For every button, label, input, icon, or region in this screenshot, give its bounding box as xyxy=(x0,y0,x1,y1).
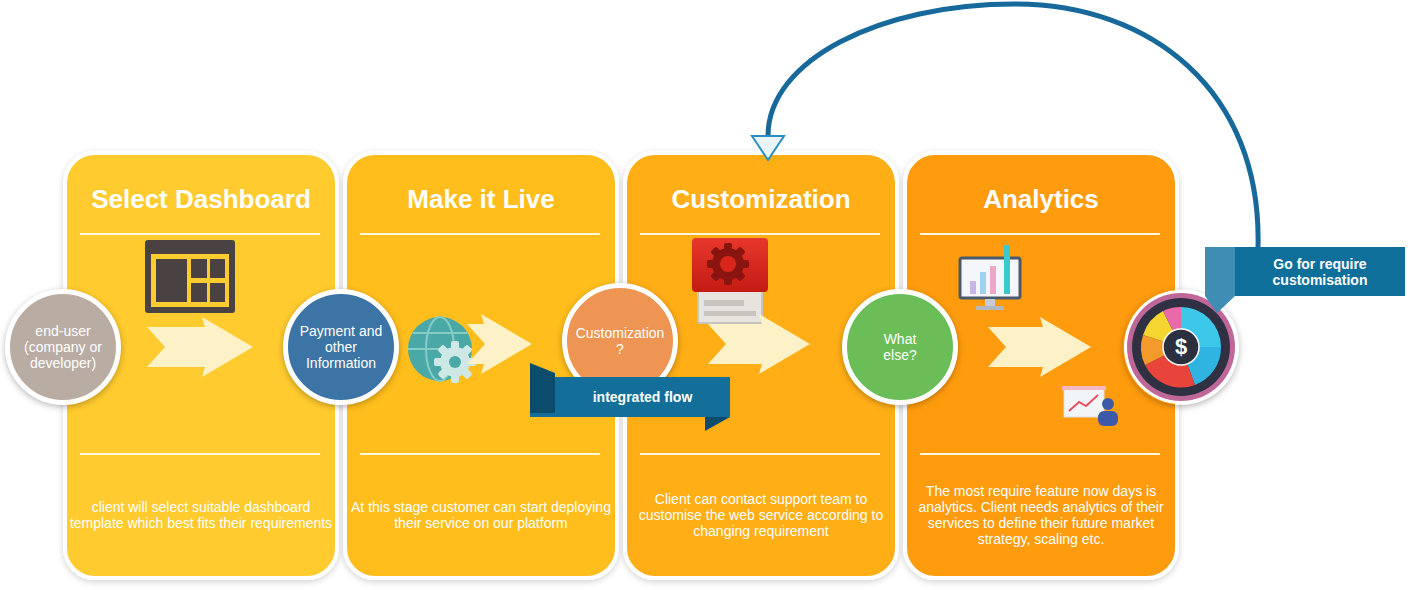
gear-tooth xyxy=(710,246,745,281)
panel-title: Select Dashboard xyxy=(70,183,332,215)
gear-hole xyxy=(449,356,461,368)
server-gear xyxy=(707,243,749,285)
step-circle: end-user (company or developer) xyxy=(5,289,121,405)
panel-body-area: Client can contact support team to custo… xyxy=(629,465,893,565)
separator-line xyxy=(920,453,1160,455)
circle-label: Payment and other Information xyxy=(298,323,384,371)
gear-hole xyxy=(720,256,736,272)
panel-body-area: client will select suitable dashboard te… xyxy=(69,465,333,565)
server-tray xyxy=(698,290,762,323)
icon-block xyxy=(191,259,207,278)
separator-line xyxy=(640,233,880,235)
chart-bar xyxy=(970,281,976,294)
block-arrow xyxy=(988,317,1091,377)
globe-latitude xyxy=(413,332,467,334)
circle-label: Customization ? xyxy=(570,325,670,357)
icon-block xyxy=(156,259,187,302)
monitor-screen xyxy=(960,258,1020,298)
separator-line xyxy=(80,233,320,235)
circle-label: end-user (company or developer) xyxy=(17,323,109,371)
ribbon-banner: Go for require customisation xyxy=(1205,247,1405,296)
icon-block xyxy=(210,259,225,278)
server-slot xyxy=(704,311,756,316)
server-slot xyxy=(704,300,744,306)
panel-body: The most require feature now days is ana… xyxy=(909,483,1173,547)
monitor-base xyxy=(976,306,1004,310)
board xyxy=(1064,389,1104,417)
globe-gear-icon xyxy=(408,317,476,383)
panel-body: Client can contact support team to custo… xyxy=(629,491,893,539)
chart-bar xyxy=(1004,245,1010,294)
circle-label: What else? xyxy=(870,331,930,363)
board-top xyxy=(1062,386,1106,390)
panel-separators xyxy=(80,234,1160,454)
block-arrow xyxy=(467,314,532,374)
flow-connector xyxy=(467,314,532,374)
gear-tooth xyxy=(437,344,472,379)
icon-block xyxy=(210,283,225,302)
presenter-icon xyxy=(1062,386,1118,426)
banner-label: integrated flow xyxy=(593,389,693,405)
panel-body: At this stage customer can start deployi… xyxy=(349,499,613,531)
server-gear-icon xyxy=(692,238,768,323)
gear-body xyxy=(712,248,744,280)
panel-title: Analytics xyxy=(910,183,1172,215)
fold-left xyxy=(530,363,555,413)
block-arrow xyxy=(147,317,253,377)
icon-frame xyxy=(145,240,235,313)
gear-tooth xyxy=(437,344,472,379)
separator-line xyxy=(360,233,600,235)
gear-body xyxy=(440,347,470,377)
server-lid xyxy=(692,238,768,292)
fold-right xyxy=(705,417,730,431)
trend-line xyxy=(1069,395,1098,411)
icon-block xyxy=(191,283,207,302)
panel-title: Customization xyxy=(630,183,892,215)
ribbon-banner: integrated flow xyxy=(530,377,730,417)
panel-body: client will select suitable dashboard te… xyxy=(69,499,333,531)
dashboard-icon xyxy=(145,240,235,313)
panel-title: Make it Live xyxy=(350,183,612,215)
block-arrow xyxy=(708,314,810,374)
separator-line xyxy=(920,233,1160,235)
step-circle: What else? xyxy=(842,289,958,405)
flow-connector xyxy=(708,314,810,374)
globe xyxy=(408,317,472,381)
monitor-chart-icon xyxy=(960,245,1020,310)
open-arrowhead xyxy=(752,136,784,160)
step-circle: Payment and other Information xyxy=(283,289,399,405)
flow-connector xyxy=(147,317,253,377)
panel-body-area: At this stage customer can start deployi… xyxy=(349,465,613,565)
separator-line xyxy=(640,453,880,455)
gear-tooth xyxy=(710,246,745,281)
monitor-stand xyxy=(985,299,995,306)
panel-body-area: The most require feature now days is ana… xyxy=(909,465,1173,565)
chart-bar xyxy=(980,272,986,294)
person-head xyxy=(1102,398,1114,410)
dollar-sign: $ xyxy=(1123,334,1239,360)
banner-label: Go for require customisation xyxy=(1240,256,1400,288)
icon-pane xyxy=(151,254,229,307)
person-body xyxy=(1098,411,1118,426)
fold-tab xyxy=(1205,247,1235,313)
flow-connector xyxy=(988,317,1091,377)
separator-line xyxy=(360,453,600,455)
separator-line xyxy=(80,453,320,455)
chart-bar xyxy=(990,266,996,294)
